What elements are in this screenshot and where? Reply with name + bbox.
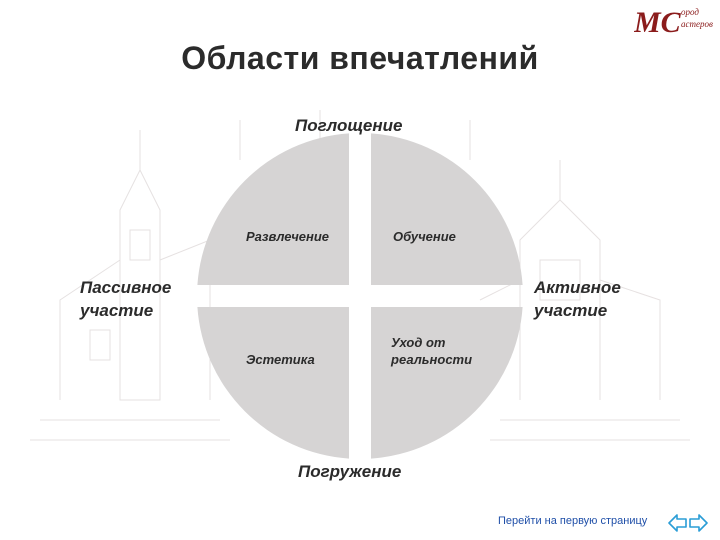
quadrant-top-left xyxy=(197,133,349,285)
arrow-right-icon[interactable] xyxy=(689,514,708,532)
axis-label-absorption: Поглощение xyxy=(295,116,403,135)
first-page-link[interactable]: Перейти на первую страницу xyxy=(498,515,648,527)
axis-label-passive-line2: участие xyxy=(80,301,154,320)
quadrant-label-entertainment: Развлечение xyxy=(246,229,330,244)
svg-text:MC: MC xyxy=(634,6,682,36)
axis-label-passive-line1: Пассивное xyxy=(80,278,172,297)
quadrant-label-escapism: Уход от реальности xyxy=(391,334,472,368)
quadrant-top-right xyxy=(371,133,523,285)
quadrant-label-escapism-line1: Уход от xyxy=(391,335,446,350)
page-title: Области впечатлений xyxy=(181,40,539,76)
quadrant-label-escapism-line2: реальности xyxy=(391,352,473,367)
axis-label-active: Активное участие xyxy=(534,276,621,322)
quadrant-label-education: Обучение xyxy=(393,229,456,244)
quadrant-bottom-right xyxy=(371,307,523,459)
axis-label-immersion: Погружение xyxy=(298,462,402,481)
quadrant-label-aesthetics: Эстетика xyxy=(246,352,315,367)
logo: MC ород астеров xyxy=(633,4,716,39)
axis-label-active-line2: участие xyxy=(534,301,608,320)
axis-label-active-line1: Активное xyxy=(534,278,621,297)
logo-mc-icon: MC xyxy=(633,6,682,39)
arrow-left-icon[interactable] xyxy=(668,514,687,532)
axis-label-passive: Пассивное участие xyxy=(80,276,171,322)
nav-arrows xyxy=(668,514,708,532)
logo-text-top: ород xyxy=(681,7,699,17)
quadrant-bottom-left xyxy=(197,307,349,459)
logo-text-bottom: астеров xyxy=(681,19,713,29)
